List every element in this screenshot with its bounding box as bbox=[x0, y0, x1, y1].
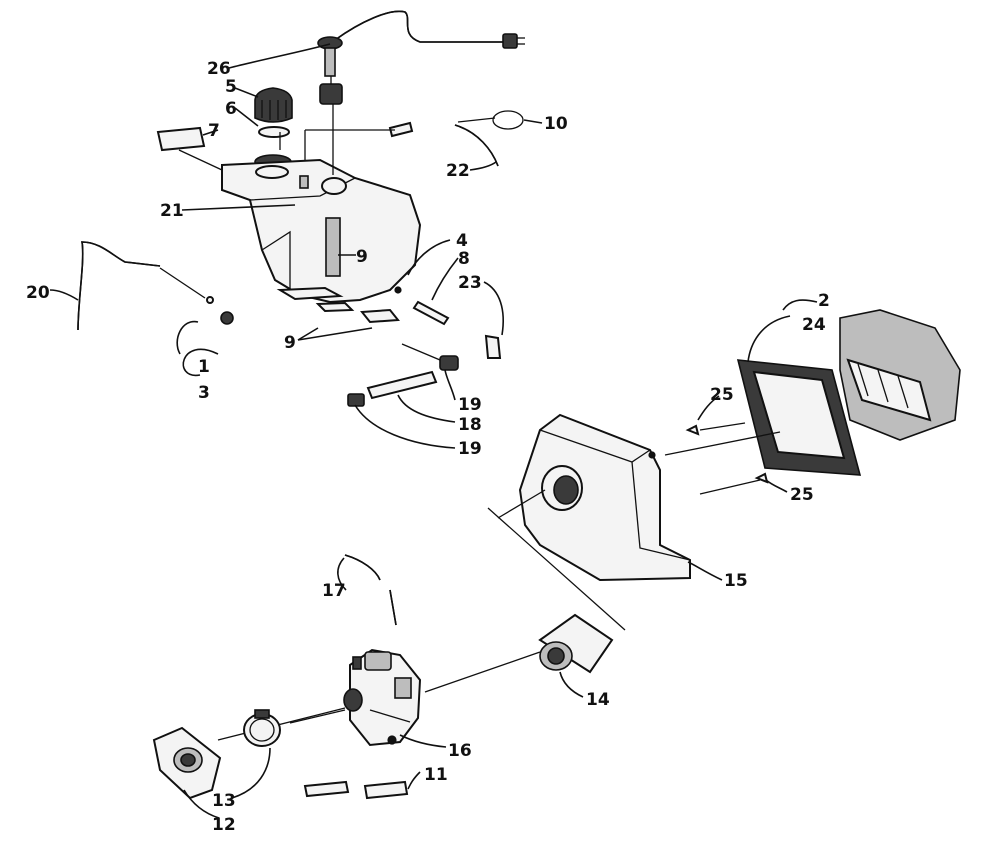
callout-11: 11 bbox=[424, 765, 448, 785]
filler-cap bbox=[254, 87, 293, 138]
callout-15: 15 bbox=[724, 571, 748, 591]
carb-flange bbox=[152, 726, 222, 800]
intake-boot bbox=[538, 613, 614, 674]
assembly-lines bbox=[178, 104, 781, 741]
hose-clamp-10 bbox=[492, 110, 524, 130]
callout-19-a: 19 bbox=[458, 395, 482, 415]
callout-21: 21 bbox=[160, 201, 184, 221]
nut-washer bbox=[206, 296, 234, 325]
callout-9-b: 9 bbox=[284, 333, 296, 353]
callout-3: 3 bbox=[198, 383, 210, 403]
callout-18: 18 bbox=[458, 415, 482, 435]
callout-4: 4 bbox=[456, 231, 468, 251]
callout-22: 22 bbox=[446, 161, 470, 181]
strap-9-a bbox=[276, 286, 344, 301]
callout-19-b: 19 bbox=[458, 439, 482, 459]
tank bbox=[221, 158, 422, 304]
callout-10: 10 bbox=[544, 114, 568, 134]
callout-5: 5 bbox=[225, 77, 237, 97]
callout-1: 1 bbox=[198, 357, 210, 377]
callout-13: 13 bbox=[212, 791, 236, 811]
callout-12: 12 bbox=[212, 815, 236, 835]
hose-11-b bbox=[363, 780, 409, 800]
callout-24: 24 bbox=[802, 315, 826, 335]
screw-25-a bbox=[685, 424, 700, 436]
callout-7: 7 bbox=[208, 121, 220, 141]
fuel-gauge-sender bbox=[317, 10, 525, 105]
callout-17: 17 bbox=[322, 581, 346, 601]
carburetor bbox=[343, 648, 422, 747]
callout-25-b: 25 bbox=[790, 485, 814, 505]
callout-6: 6 bbox=[225, 99, 237, 119]
fuel-line-assembly bbox=[347, 334, 502, 407]
callout-labels: 26 5 6 7 10 22 21 4 9 8 23 20 1 3 9 19 1… bbox=[26, 59, 830, 835]
strap-9-c bbox=[360, 308, 400, 324]
callout-14: 14 bbox=[586, 690, 610, 710]
screw-25-b bbox=[754, 472, 769, 484]
callout-20: 20 bbox=[26, 283, 50, 303]
throttle-rod bbox=[77, 241, 161, 331]
hose-17-a bbox=[344, 554, 381, 581]
leader-lines bbox=[49, 43, 818, 819]
callout-16: 16 bbox=[448, 741, 472, 761]
callout-26: 26 bbox=[207, 59, 231, 79]
callout-25-a: 25 bbox=[710, 385, 734, 405]
callout-8: 8 bbox=[458, 249, 470, 269]
drain-hose bbox=[412, 300, 450, 326]
vent-hose-short bbox=[388, 121, 414, 138]
decal bbox=[156, 126, 206, 152]
hose-clamp bbox=[243, 709, 281, 747]
hose-11-a bbox=[303, 780, 350, 798]
airbox bbox=[518, 413, 691, 582]
callout-9-a: 9 bbox=[356, 247, 368, 267]
callout-23: 23 bbox=[458, 273, 482, 293]
airbox-gasket bbox=[736, 359, 862, 476]
vent-hose-22 bbox=[454, 124, 499, 167]
airbox-lid bbox=[839, 309, 961, 441]
strap-9-b bbox=[315, 301, 355, 313]
callout-2: 2 bbox=[818, 291, 830, 311]
